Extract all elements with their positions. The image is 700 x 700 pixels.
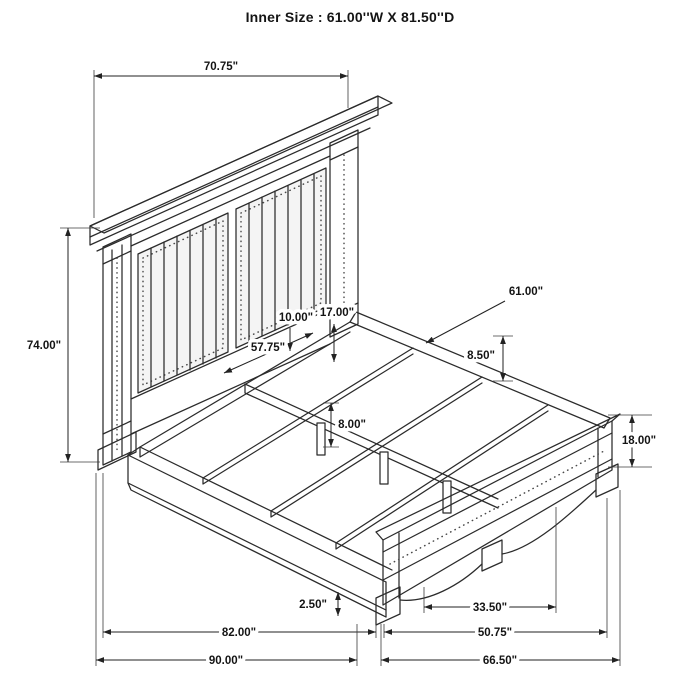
dim-foot-spacing-label: 33.50" bbox=[473, 602, 507, 614]
headboard-panels bbox=[130, 155, 331, 394]
dim-trim-height-label: 2.50" bbox=[299, 599, 327, 611]
dim-slat-spacing-label: 8.50" bbox=[467, 350, 495, 362]
crown-molding bbox=[89, 95, 393, 252]
footboard-nailhead-trim bbox=[389, 450, 605, 565]
upholstered-panel-right bbox=[235, 167, 327, 349]
near-side-rail bbox=[127, 446, 393, 618]
dim-overall-length-label: 90.00" bbox=[209, 655, 243, 667]
dim-leg-height-label: 8.00" bbox=[338, 419, 366, 431]
panel-nailhead-trim-left bbox=[142, 220, 224, 386]
panel-channels-left bbox=[150, 218, 217, 388]
dim-rail-length: 82.00" bbox=[102, 473, 377, 643]
dim-headboard-height-label: 74.00" bbox=[27, 340, 61, 352]
dim-rail-height: 17.00" bbox=[316, 304, 358, 362]
dim-inner-width-label: 61.00" bbox=[509, 286, 543, 298]
dimension-annotations: 70.75" 74.00" 61.00" 10.00" 17.00" bbox=[23, 58, 660, 671]
dim-inner-width: 61.00" bbox=[425, 283, 547, 344]
footboard-apron-curve bbox=[399, 489, 597, 601]
dim-footboard-height-label: 18.00" bbox=[622, 435, 656, 447]
far-side-rail bbox=[349, 311, 611, 429]
dim-foot-spacing: 33.50" bbox=[423, 507, 557, 618]
dim-overall-length: 90.00" bbox=[95, 473, 358, 671]
dim-footboard-front-width: 50.75" bbox=[383, 498, 608, 643]
footboard bbox=[375, 413, 621, 626]
dim-panel-width-label: 57.75" bbox=[251, 342, 285, 354]
dim-panel-width: 57.75" bbox=[223, 332, 314, 374]
headboard-right-post bbox=[329, 129, 359, 338]
footboard-face bbox=[382, 420, 613, 606]
dim-footboard-width-label: 66.50" bbox=[483, 655, 517, 667]
center-support-rail bbox=[244, 383, 499, 509]
support-leg bbox=[316, 422, 326, 456]
dim-headboard-height: 74.00" bbox=[23, 227, 100, 463]
dim-footboard-width: 66.50" bbox=[380, 490, 621, 671]
support-leg bbox=[379, 451, 389, 485]
panel-nailhead-trim-right bbox=[240, 175, 322, 341]
dim-headboard-width: 70.75" bbox=[93, 58, 349, 218]
panel-channels-right bbox=[248, 173, 315, 343]
footboard-top-ledge bbox=[375, 413, 621, 541]
dim-rail-height-label: 17.00" bbox=[320, 307, 354, 319]
inner-size-title: Inner Size : 61.00''W X 81.50''D bbox=[245, 9, 455, 25]
dim-trim-height: 2.50" bbox=[296, 592, 341, 616]
dim-slat-spacing: 8.50" bbox=[464, 335, 513, 382]
headboard-left-post bbox=[97, 233, 137, 471]
dim-panel-gap-label: 10.00" bbox=[279, 312, 313, 324]
headboard bbox=[89, 95, 393, 471]
dim-leg-height: 8.00" bbox=[323, 402, 369, 448]
dim-footboard-height: 18.00" bbox=[608, 414, 660, 468]
dim-panel-gap: 10.00" bbox=[275, 309, 317, 351]
dim-footboard-front-width-label: 50.75" bbox=[478, 627, 512, 639]
dim-headboard-width-label: 70.75" bbox=[204, 61, 238, 73]
dim-rail-length-label: 82.00" bbox=[222, 627, 256, 639]
bed-platform bbox=[127, 311, 611, 618]
